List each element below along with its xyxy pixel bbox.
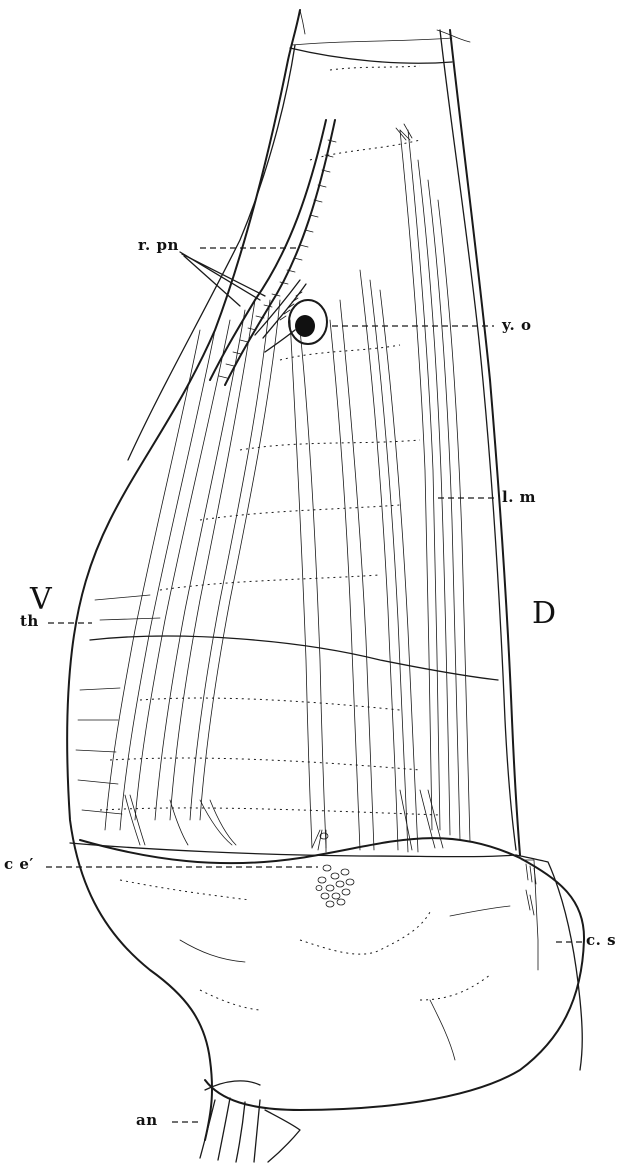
anal-segment — [200, 1081, 300, 1162]
label-longitudinal-muscle: l. m — [502, 488, 536, 506]
label-egg-cluster: c e′ — [4, 855, 34, 873]
body-outline — [67, 10, 520, 1140]
respiratory-tube — [210, 120, 336, 385]
label-eye-spot: y. o — [502, 316, 531, 334]
eye-spot — [289, 300, 327, 344]
label-caudal-sac: c. s — [586, 931, 616, 949]
egg-cluster — [316, 833, 354, 907]
segment-lines — [70, 636, 516, 857]
muscle-bands — [105, 124, 470, 852]
label-respiratory-tube: r. pn — [138, 236, 179, 254]
label-thorax: th — [20, 612, 39, 630]
label-anal-segment: an — [136, 1111, 158, 1129]
label-dorsal: D — [532, 596, 556, 631]
